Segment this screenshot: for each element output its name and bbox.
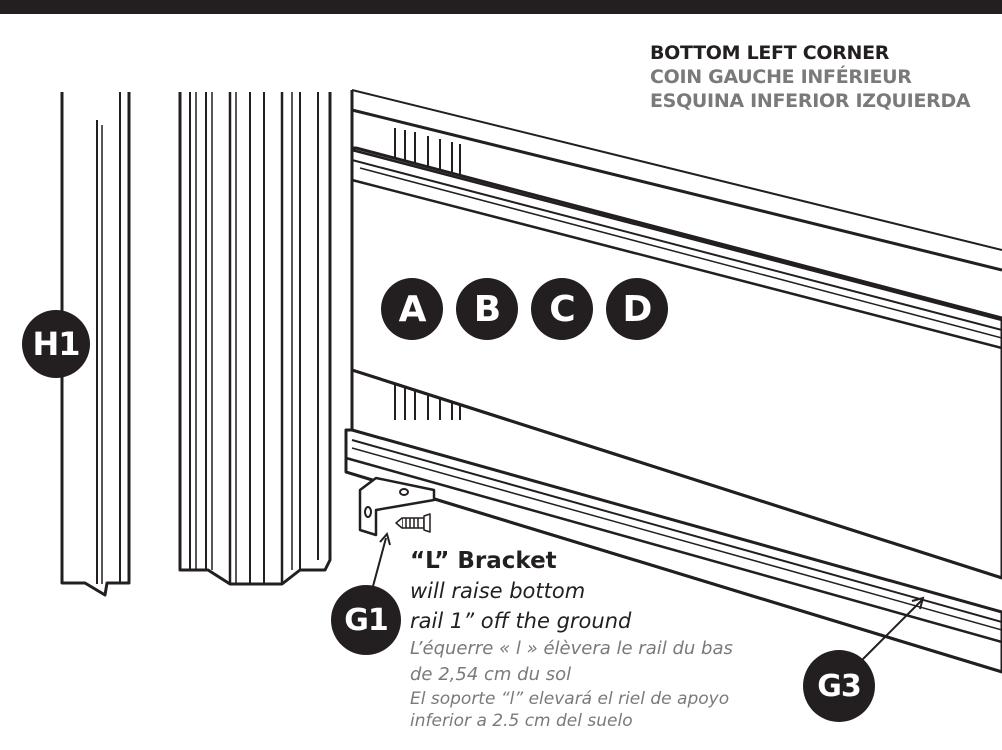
label-g1: G1 xyxy=(331,585,401,655)
note-english-line-2: rail 1” off the ground xyxy=(410,609,632,633)
heading-french: COIN GAUCHE INFÉRIEUR xyxy=(650,66,912,88)
screw-icon xyxy=(395,513,431,533)
bracket-note: “L” Bracket will raise bottom rail 1” of… xyxy=(410,546,733,732)
label-b: B xyxy=(456,278,518,340)
heading-english: BOTTOM LEFT CORNER xyxy=(650,42,890,64)
top-bar xyxy=(0,0,1002,14)
note-spanish-line-1: El soporte “l” elevará el riel de apoyo xyxy=(410,689,730,709)
bracket-title: “L” Bracket xyxy=(410,548,557,574)
l-bracket-icon xyxy=(358,476,436,537)
label-h1: H1 xyxy=(22,310,90,378)
note-english-line-1: will raise bottom xyxy=(410,579,586,603)
label-g3: G3 xyxy=(803,650,875,722)
label-c: C xyxy=(531,278,593,340)
post-h1 xyxy=(60,92,131,597)
upper-rail xyxy=(350,146,1002,580)
note-spanish-line-2: inferior a 2.5 cm del suelo xyxy=(410,711,633,731)
corner-post xyxy=(178,92,332,586)
bottom-rail-g3 xyxy=(344,428,1002,674)
heading-spanish: ESQUINA INFERIOR IZQUIERDA xyxy=(650,90,971,112)
note-french-line-2: de 2,54 cm du sol xyxy=(410,664,572,685)
note-french-line-1: L’équerre « l » élèvera le rail du bas xyxy=(410,638,733,659)
corner-heading: BOTTOM LEFT CORNER COIN GAUCHE INFÉRIEUR… xyxy=(650,41,971,113)
label-a: A xyxy=(381,278,443,340)
label-d: D xyxy=(606,278,668,340)
